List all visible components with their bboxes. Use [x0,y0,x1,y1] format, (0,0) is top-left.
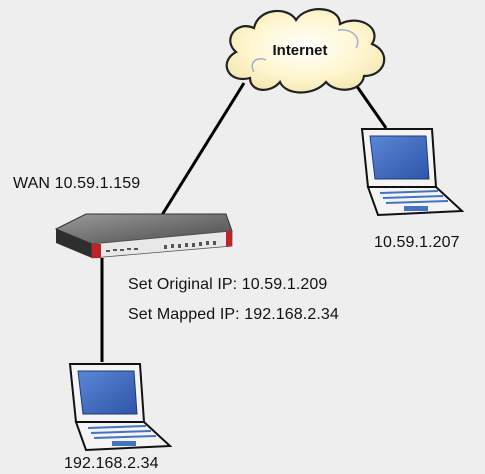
laptop-icon [360,128,465,217]
cloud-icon: Internet [225,8,386,94]
cloud-label: Internet [272,42,327,59]
host-label-lan: 192.168.2.34 [64,455,159,472]
nat-mapped-ip-label: Set Mapped IP: 192.168.2.34 [128,306,339,323]
link-router-internet [160,82,246,216]
wan-label: WAN 10.59.1.159 [13,175,141,192]
link-internet-laptop [354,84,388,129]
laptop-icon [68,363,173,452]
nat-original-ip-label: Set Original IP: 10.59.1.209 [128,276,328,293]
router-icon [54,213,233,259]
host-label-internet: 10.59.1.207 [374,234,460,251]
